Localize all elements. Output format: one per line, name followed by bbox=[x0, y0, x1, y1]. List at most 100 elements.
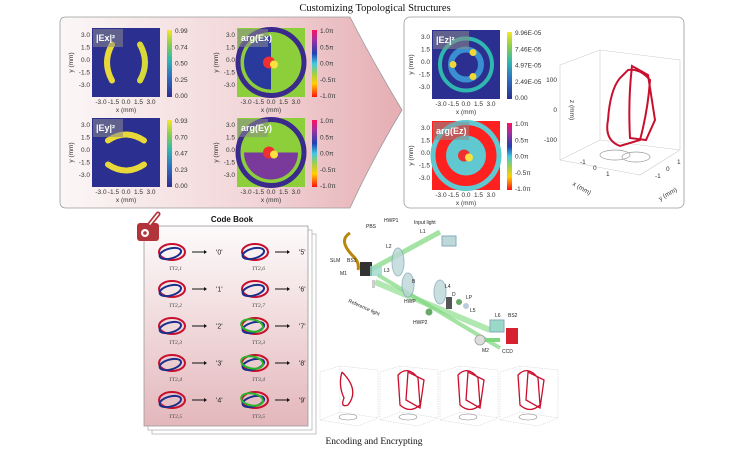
codebook-entry: TT2,6'5' bbox=[241, 243, 306, 272]
map-label: |Ex|² bbox=[96, 33, 115, 43]
3d-knot-curve bbox=[517, 370, 545, 411]
colorbar-tick: 0.25 bbox=[175, 77, 188, 84]
x-tick: -3.0 bbox=[240, 189, 252, 196]
x-tick: 3.0 bbox=[146, 99, 155, 106]
knot-label: TT3,3 bbox=[252, 340, 265, 346]
field-maps: |Ex|²0.990.740.500.250.003.01.50.0-1.5-3… bbox=[68, 27, 542, 207]
y-tick: -1.5 bbox=[79, 160, 91, 167]
colorbar bbox=[167, 30, 172, 97]
x-axis-label: x (mm) bbox=[261, 107, 281, 114]
title-top: Customizing Topological Structures bbox=[299, 3, 450, 14]
colorbar bbox=[507, 32, 512, 99]
colorbar-tick: 0.5π bbox=[320, 134, 334, 141]
x-tick-3d: -1 bbox=[580, 159, 586, 166]
y-axis-label: y (mm) bbox=[213, 52, 220, 72]
y-tick: -3.0 bbox=[419, 84, 431, 91]
y-tick: -1.5 bbox=[79, 70, 91, 77]
y-tick: 1.5 bbox=[421, 47, 430, 54]
map-label-box bbox=[433, 31, 469, 49]
3d-knot-curve bbox=[339, 371, 354, 407]
knot-label: TT2,1 bbox=[169, 266, 182, 272]
y-tick: -3.0 bbox=[419, 175, 431, 182]
y-axis-label: y (mm) bbox=[68, 142, 75, 162]
x-axis-label: x (mm) bbox=[116, 107, 136, 114]
y-tick: -3.0 bbox=[79, 172, 91, 179]
y-tick: -1.5 bbox=[419, 163, 431, 170]
codebook-entry: TT2,5'4' bbox=[158, 391, 223, 420]
knot-strand bbox=[241, 280, 269, 298]
y-tick: 1.5 bbox=[81, 45, 90, 52]
x-axis-label: x (mm) bbox=[116, 197, 136, 204]
setup-label: PBS bbox=[366, 224, 377, 230]
x-tick: 0.0 bbox=[266, 99, 275, 106]
phase-singularity bbox=[270, 60, 278, 69]
colorbar-tick: 0.70 bbox=[175, 134, 188, 141]
x-tick: -3.0 bbox=[435, 192, 447, 199]
arrow-head bbox=[287, 287, 290, 291]
colorbar-tick: 1.0π bbox=[320, 28, 334, 35]
x-tick: -1.5 bbox=[448, 101, 460, 108]
y-axis-label: y (mm) bbox=[408, 54, 415, 74]
3d-knot-curve bbox=[457, 370, 485, 411]
x-tick: -3.0 bbox=[95, 99, 107, 106]
colorbar-tick: 0.47 bbox=[175, 151, 188, 158]
y-tick: -1.5 bbox=[224, 70, 236, 77]
x-tick: 0.0 bbox=[461, 101, 470, 108]
codebook-entry: TT2,4'3' bbox=[158, 354, 223, 383]
3d-box bbox=[559, 49, 681, 176]
colorbar-tick: 0.00 bbox=[175, 183, 188, 190]
codebook-entry: TT2,2'1' bbox=[158, 280, 223, 309]
x-tick: -1.5 bbox=[253, 99, 265, 106]
x-tick: 1.5 bbox=[279, 99, 288, 106]
setup-label: L2 bbox=[386, 244, 392, 250]
knot-strand bbox=[240, 392, 264, 407]
x-tick: 3.0 bbox=[291, 189, 300, 196]
code-value: '4' bbox=[216, 398, 223, 405]
x-tick: -3.0 bbox=[435, 101, 447, 108]
y-tick: 3.0 bbox=[226, 122, 235, 129]
map-2: |Ey|²0.930.700.470.230.003.01.50.0-1.5-3… bbox=[68, 118, 188, 204]
knot-projection bbox=[338, 413, 358, 421]
3d-box bbox=[379, 365, 439, 427]
colorbar-tick: 4.97E-05 bbox=[515, 63, 542, 70]
setup-label: HWP2 bbox=[413, 320, 428, 326]
knot-strand bbox=[241, 283, 266, 298]
colorbar bbox=[312, 30, 317, 97]
knot-projection bbox=[621, 151, 651, 163]
map-5: arg(Ez)1.0π0.5π0.0π-0.5π-1.0π3.01.50.0-1… bbox=[408, 120, 531, 207]
x-tick: 1.5 bbox=[474, 192, 483, 199]
colorbar-tick: 0.00 bbox=[515, 95, 528, 102]
colorbar-tick: 0.0π bbox=[320, 151, 334, 158]
y-tick: 3.0 bbox=[81, 122, 90, 129]
colorbar-tick: 1.0π bbox=[320, 118, 334, 125]
x-tick: -1.5 bbox=[448, 192, 460, 199]
y-axis-label: y (mm) bbox=[213, 142, 220, 162]
ccd-camera bbox=[506, 328, 518, 344]
x-tick: 3.0 bbox=[291, 99, 300, 106]
3d-knot-box bbox=[439, 365, 499, 427]
setup-label: M1 bbox=[340, 271, 347, 277]
y-tick: 1.5 bbox=[226, 45, 235, 52]
map-label: arg(Ey) bbox=[241, 123, 272, 133]
3d-knot-gallery bbox=[319, 365, 559, 427]
intensity-lobe bbox=[469, 49, 477, 56]
knot-strand bbox=[158, 317, 186, 335]
codebook-entry: TT3,5'9' bbox=[240, 391, 306, 420]
y-tick: 0.0 bbox=[226, 147, 235, 154]
x-tick: -1.5 bbox=[253, 189, 265, 196]
title-bottom: Encoding and Encrypting bbox=[325, 437, 422, 447]
phase-ring bbox=[235, 117, 307, 188]
setup-label: L5 bbox=[470, 308, 476, 314]
x-tick-3d: 1 bbox=[606, 171, 610, 178]
phase-half bbox=[244, 152, 298, 180]
x-tick: 1.5 bbox=[134, 99, 143, 106]
setup-label: HWP1 bbox=[384, 218, 399, 224]
y-tick: -3.0 bbox=[224, 172, 236, 179]
map-3: arg(Ey)1.0π0.5π0.0π-0.5π-1.0π3.01.50.0-1… bbox=[213, 117, 336, 204]
colorbar-tick: 0.0π bbox=[515, 154, 529, 161]
x-axis-label: x (mm) bbox=[456, 109, 476, 116]
colorbar-tick: 1.0π bbox=[515, 121, 529, 128]
intensity-lobe bbox=[469, 73, 477, 80]
setup-label: L6 bbox=[495, 313, 501, 319]
